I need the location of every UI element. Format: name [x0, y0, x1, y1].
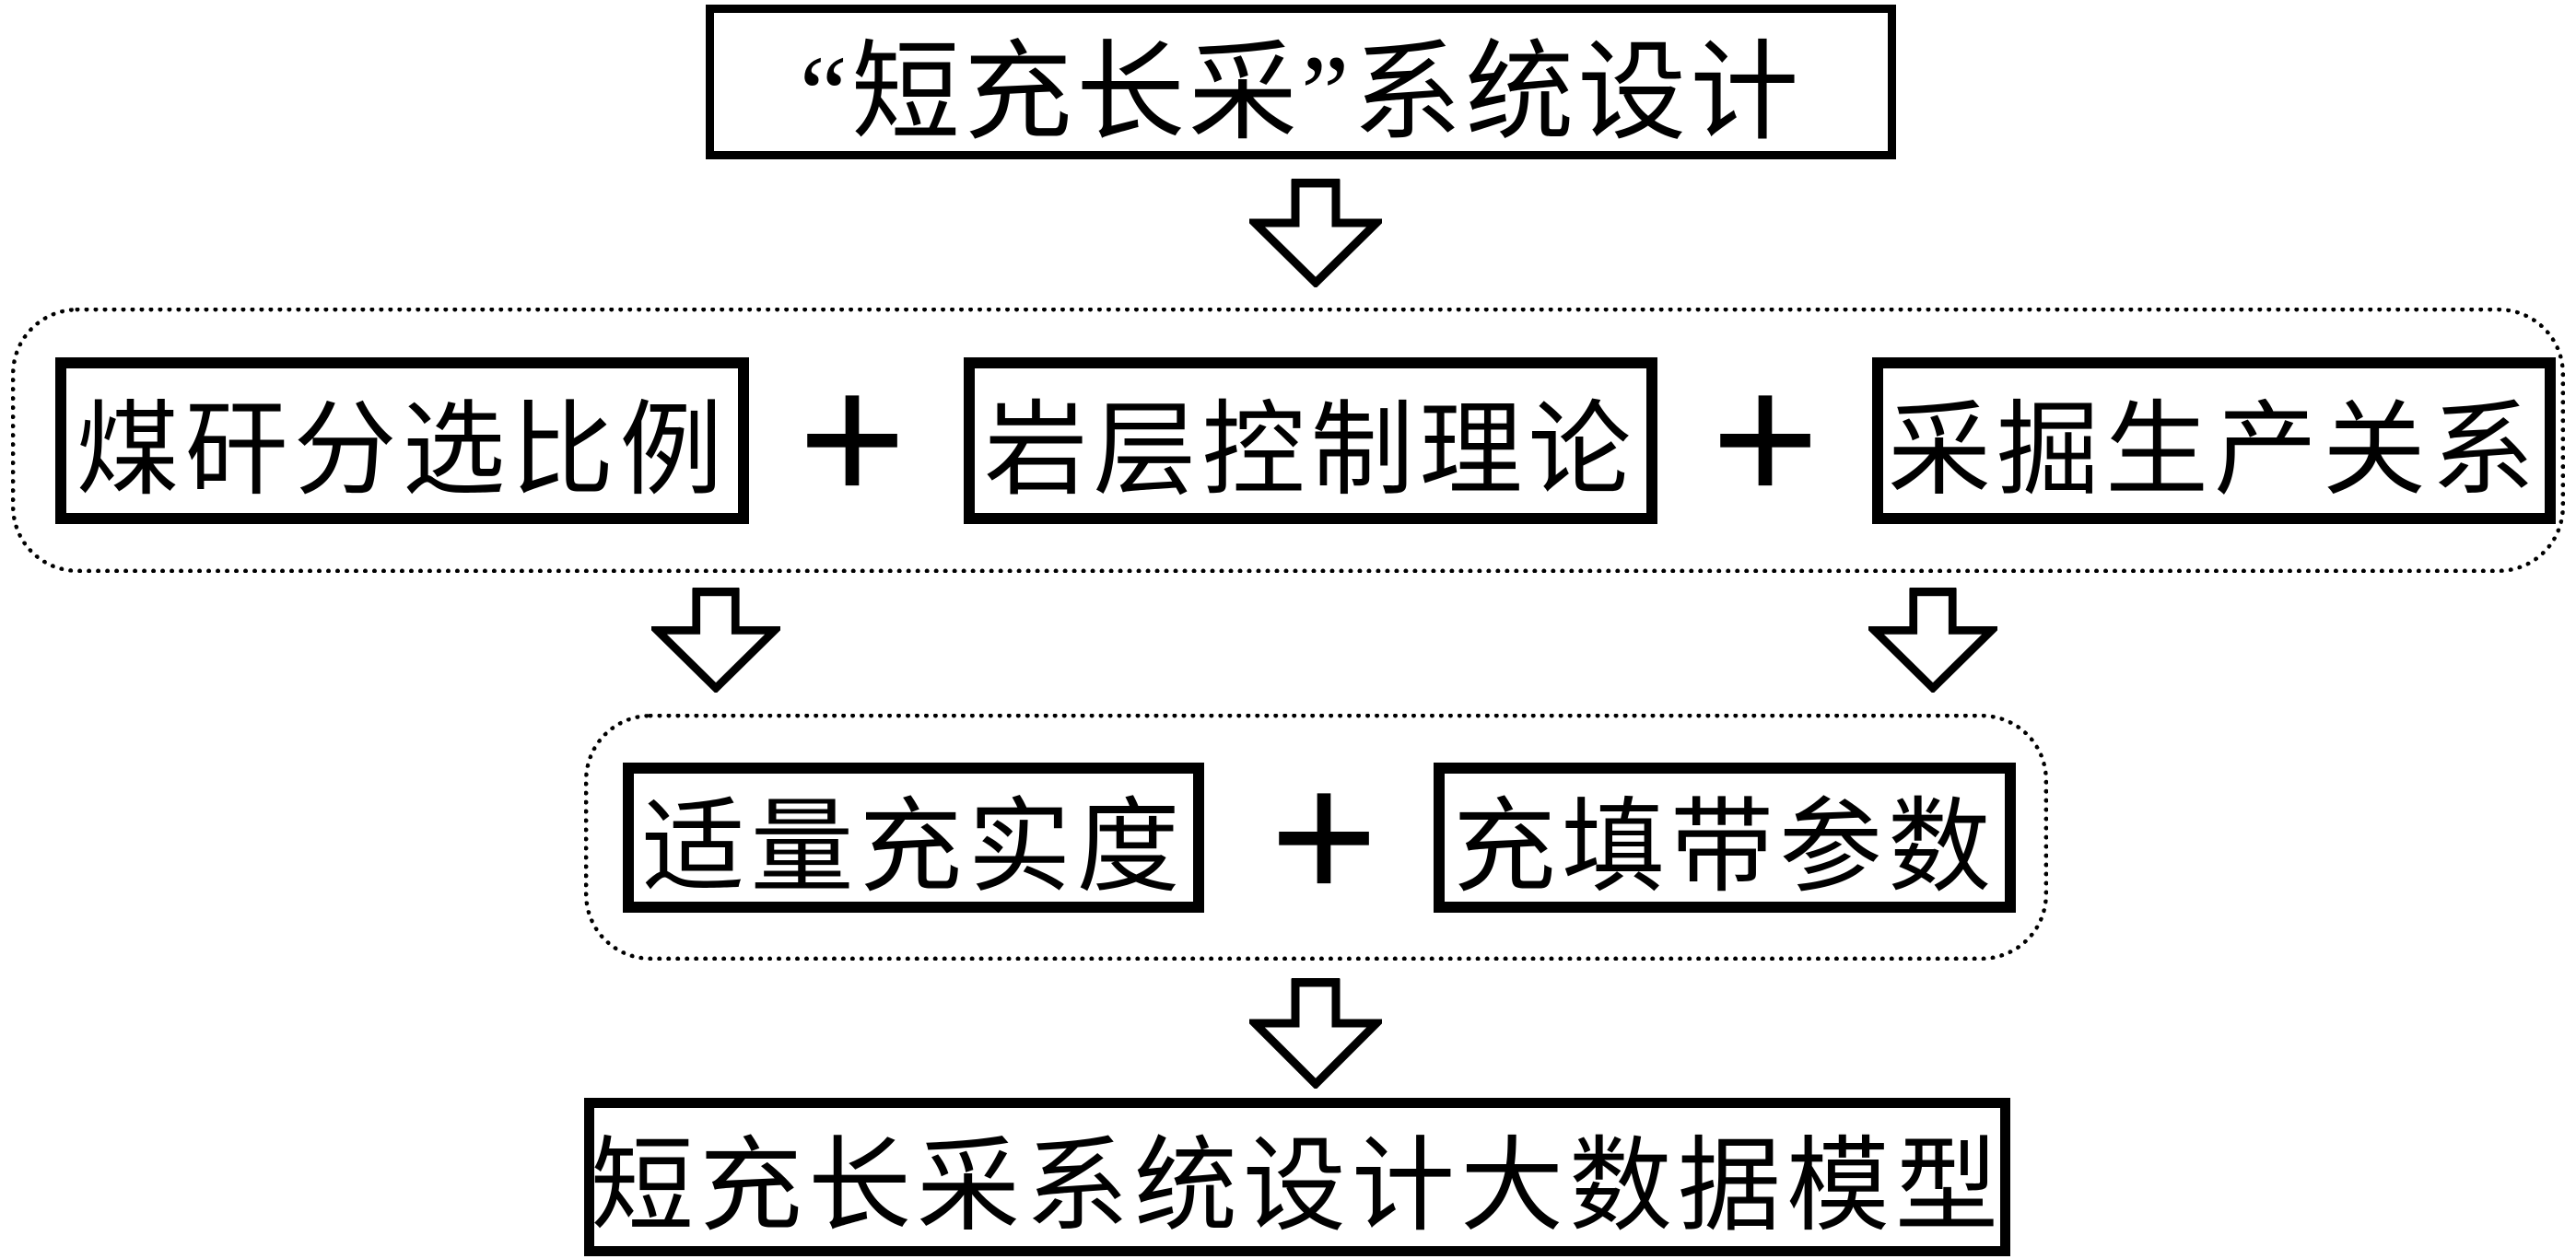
node-appropriate-filling-degree: 适量充实度: [623, 763, 1204, 913]
down-arrow-icon: [651, 588, 780, 693]
plus-sign: +: [1269, 731, 1379, 945]
node-mining-excavation-relationship: 采掘生产关系: [1872, 357, 2556, 524]
node-label: 煤矸分选比例: [76, 393, 729, 508]
plus-operator: +: [1266, 741, 1382, 935]
node-strata-control-theory: 岩层控制理论: [964, 357, 1657, 524]
plus-operator: +: [794, 344, 910, 537]
node-filling-belt-parameters: 充填带参数: [1434, 763, 2016, 913]
plus-sign: +: [1710, 333, 1821, 547]
down-arrow-icon: [1249, 978, 1382, 1089]
plus-operator: +: [1707, 344, 1823, 537]
down-arrow-icon: [1868, 588, 1997, 693]
node-label: “短充长采”系统设计: [799, 32, 1803, 154]
down-arrow-icon: [1249, 179, 1382, 287]
node-label: 采掘生产关系: [1888, 393, 2540, 508]
node-coal-gangue-sorting-ratio: 煤矸分选比例: [55, 357, 749, 524]
node-label: 岩层控制理论: [984, 393, 1637, 508]
plus-sign: +: [797, 333, 907, 547]
node-big-data-model-result: 短充长采系统设计大数据模型: [584, 1098, 2010, 1256]
node-label: 充填带参数: [1453, 790, 1996, 905]
node-system-design-title: “短充长采”系统设计: [706, 5, 1896, 159]
node-label: 适量充实度: [641, 790, 1186, 905]
group-design-inputs: [11, 308, 2565, 573]
node-label: 短充长采系统设计大数据模型: [591, 1130, 2004, 1244]
group-filling-parameters: [584, 714, 2048, 961]
